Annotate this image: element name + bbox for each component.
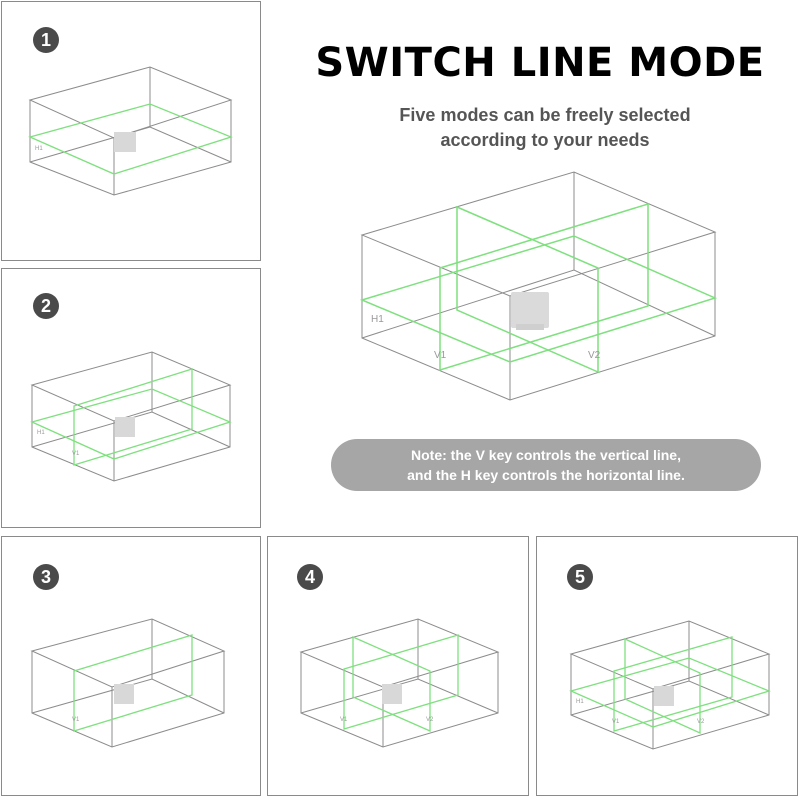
- mode-5-label-v1: V1: [612, 719, 620, 725]
- mode-4-label-v1: V1: [340, 717, 348, 723]
- mode-4-diagram: V1 V2: [299, 618, 500, 748]
- mode-4-panel: 4 V1 V2: [267, 536, 529, 796]
- mode-2-diagram: H1 V1: [30, 351, 232, 482]
- mode-1-badge: 1: [33, 27, 59, 53]
- main-label-h1: H1: [371, 314, 384, 325]
- mode-3-panel: 3 V1: [1, 536, 261, 796]
- mode-1-panel: 1 H1: [1, 1, 261, 261]
- mode-1-label-h1: H1: [35, 146, 43, 152]
- laser-device-icon: [114, 132, 136, 152]
- mode-4-badge: 4: [297, 564, 323, 590]
- mode-5-diagram: H1 V1 V2: [569, 620, 771, 750]
- mode-2-label-v1: V1: [72, 451, 80, 457]
- note-line-2: and the H key controls the horizontal li…: [407, 467, 685, 483]
- note-line-1: Note: the V key controls the vertical li…: [411, 447, 681, 463]
- main-label-v1: V1: [434, 350, 447, 361]
- laser-device-icon: [382, 684, 402, 704]
- subtitle-line-2: according to your needs: [440, 130, 650, 150]
- main-label-v2: V2: [588, 350, 601, 361]
- mode-2-panel: 2 H1 V1: [1, 268, 261, 528]
- mode-5-label-h1: H1: [576, 699, 584, 705]
- mode-2-label-h1: H1: [37, 430, 45, 436]
- mode-3-label-v1: V1: [72, 717, 80, 723]
- laser-device-icon: [115, 417, 135, 437]
- subtitle-line-1: Five modes can be freely selected: [399, 105, 691, 125]
- mode-2-badge: 2: [33, 293, 59, 319]
- laser-device-icon: [511, 292, 549, 330]
- mode-5-panel: 5 H1 V1 V2: [536, 536, 798, 796]
- note-banner: Note: the V key controls the vertical li…: [331, 439, 761, 491]
- subtitle: Five modes can be freely selected accord…: [330, 103, 760, 153]
- laser-device-icon: [654, 686, 674, 706]
- mode-5-badge: 5: [567, 564, 593, 590]
- laser-device-icon: [114, 684, 134, 704]
- mode-4-label-v2: V2: [426, 717, 434, 723]
- mode-3-badge: 3: [33, 564, 59, 590]
- mode-5-label-v2: V2: [697, 719, 705, 725]
- page-title: SWITCH LINE MODE: [315, 40, 765, 86]
- mode-3-diagram: V1: [30, 618, 226, 748]
- mode-1-diagram: H1: [28, 66, 233, 196]
